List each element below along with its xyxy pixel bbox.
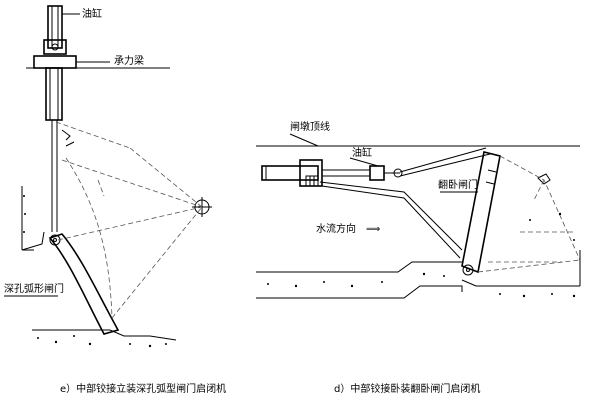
left-label-support: 承力梁 [114,54,144,67]
right-channel-floor [256,261,462,273]
right-caption: d）中部铰接卧装翻卧闸门启闭机 [334,382,480,395]
right-flip-gate [461,151,501,274]
left-ground [32,329,177,341]
right-label-cylinder: 油缸 [352,146,372,159]
right-diagram [256,133,581,299]
left-cylinder-rod [45,67,63,121]
right-label-pier-top: 闸墩顶线 [290,120,330,133]
left-label-cylinder: 油缸 [82,7,102,20]
left-label-gate: 深孔弧形闸门 [4,282,64,295]
left-caption: e）中部铰接立装深孔弧型闸门启闭机 [60,382,226,395]
left-cylinder-top [47,5,63,49]
left-diagram [4,5,212,348]
right-cylinder-barrel [261,165,319,181]
left-arc-gate [48,233,120,335]
right-flow-arrow-icon: ⟹ [366,224,380,235]
right-label-gate: 翻卧闸门 [438,178,478,191]
right-label-flow: 水流方向 [316,222,356,235]
